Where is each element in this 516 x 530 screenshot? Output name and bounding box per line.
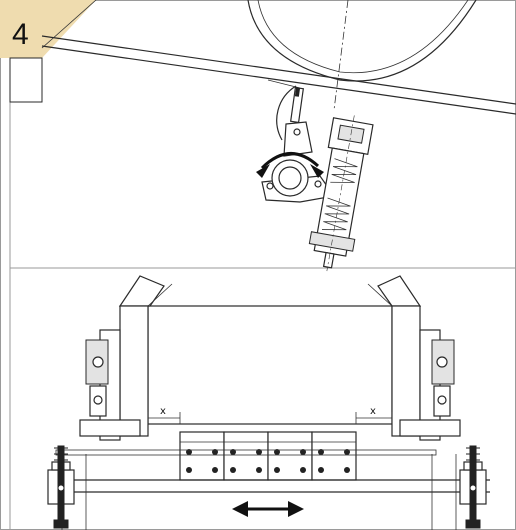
bolt-icon bbox=[212, 449, 218, 455]
center-axis bbox=[333, 0, 349, 111]
dimension-right: x bbox=[355, 406, 393, 424]
bottom-panel: x x bbox=[47, 275, 490, 530]
bolt-icon bbox=[300, 449, 306, 455]
clamp-plate bbox=[311, 431, 357, 481]
rotation-arrow-icon bbox=[256, 152, 324, 178]
badge-edge bbox=[41, 0, 97, 49]
bolt-icon bbox=[318, 467, 324, 473]
step-badge: 4 bbox=[0, 0, 96, 58]
right-adjuster bbox=[459, 445, 487, 529]
left-flange bbox=[118, 275, 165, 307]
pulley-wheel bbox=[247, 0, 477, 82]
dimension-left-label: x bbox=[160, 406, 166, 417]
bolt-icon bbox=[344, 449, 350, 455]
gauge-arc bbox=[276, 85, 297, 141]
right-flange bbox=[377, 275, 422, 307]
gauge-base bbox=[267, 79, 301, 89]
dimension-left: x bbox=[147, 406, 181, 424]
dimension-right-label: x bbox=[370, 406, 376, 417]
bolt-icon bbox=[230, 467, 236, 473]
bolt-icon bbox=[274, 467, 280, 473]
spring-damper bbox=[308, 115, 374, 272]
bolt-icon bbox=[186, 449, 192, 455]
clamp-plate bbox=[223, 431, 269, 481]
bolt-icon bbox=[318, 449, 324, 455]
double-horizontal-arrow-icon bbox=[232, 501, 304, 517]
bolt-icon bbox=[186, 467, 192, 473]
right-side-wall bbox=[391, 305, 421, 437]
bolt-icon bbox=[344, 467, 350, 473]
main-housing bbox=[147, 305, 393, 425]
left-side-wall bbox=[119, 305, 149, 437]
bolt-icon bbox=[230, 449, 236, 455]
top-panel bbox=[41, 0, 516, 272]
roller-assembly bbox=[261, 159, 336, 203]
left-adjuster bbox=[47, 445, 75, 529]
bolt-icon bbox=[300, 467, 306, 473]
right-bracket bbox=[399, 339, 461, 437]
pulley-wheel-inner bbox=[257, 0, 469, 74]
corner-box bbox=[9, 57, 43, 103]
bolt-icon bbox=[256, 467, 262, 473]
left-bracket bbox=[79, 339, 141, 437]
belt-line-top bbox=[41, 35, 516, 105]
bolt-icon bbox=[256, 449, 262, 455]
clamp-plates bbox=[179, 431, 357, 481]
step-number: 4 bbox=[12, 18, 29, 51]
bolt-icon bbox=[212, 467, 218, 473]
belt-line-bottom bbox=[41, 45, 516, 115]
clamp-plate bbox=[179, 431, 225, 481]
bolt-icon bbox=[274, 449, 280, 455]
clamp-plate bbox=[267, 431, 313, 481]
tensioner-arm bbox=[283, 86, 313, 157]
